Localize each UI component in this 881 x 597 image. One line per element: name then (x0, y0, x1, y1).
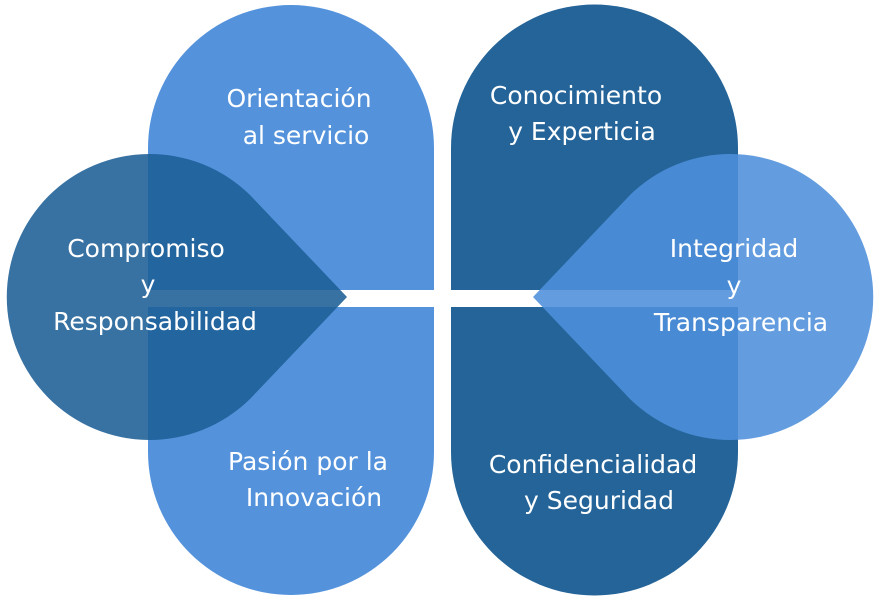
label-compromiso-line-1: Compromiso (67, 234, 225, 263)
label-orientacion-line-2: al servicio (243, 121, 370, 150)
label-conocimiento-line-2: y Experticia (508, 117, 656, 146)
label-compromiso-line-3: Responsabilidad (53, 307, 257, 336)
label-confidencialidad-line-1: Confidencialidad (489, 450, 697, 479)
label-orientacion-line-1: Orientación (226, 84, 371, 113)
label-integridad-line-2: y (727, 271, 742, 300)
label-integridad-line-3: Transparencia (653, 308, 828, 337)
petal-compromiso (6, 154, 347, 441)
label-pasion-line-2: Innovación (246, 483, 382, 512)
label-compromiso: Compromiso y Responsabilidad (53, 234, 257, 336)
label-conocimiento: Conocimiento y Experticia (490, 81, 670, 146)
label-integridad-line-1: Integridad (670, 234, 799, 263)
label-confidencialidad: Confidencialidad y Seguridad (489, 450, 705, 515)
label-integridad: Integridad y Transparencia (653, 234, 828, 337)
label-pasion-line-1: Pasión por la (228, 447, 388, 476)
label-compromiso-line-2: y (141, 270, 156, 299)
petal-integridad (533, 153, 874, 441)
label-pasion: Pasión por la Innovación (228, 447, 396, 512)
label-orientacion: Orientación al servicio (226, 84, 379, 150)
label-confidencialidad-line-2: y Seguridad (524, 486, 674, 515)
label-conocimiento-line-1: Conocimiento (490, 81, 662, 110)
